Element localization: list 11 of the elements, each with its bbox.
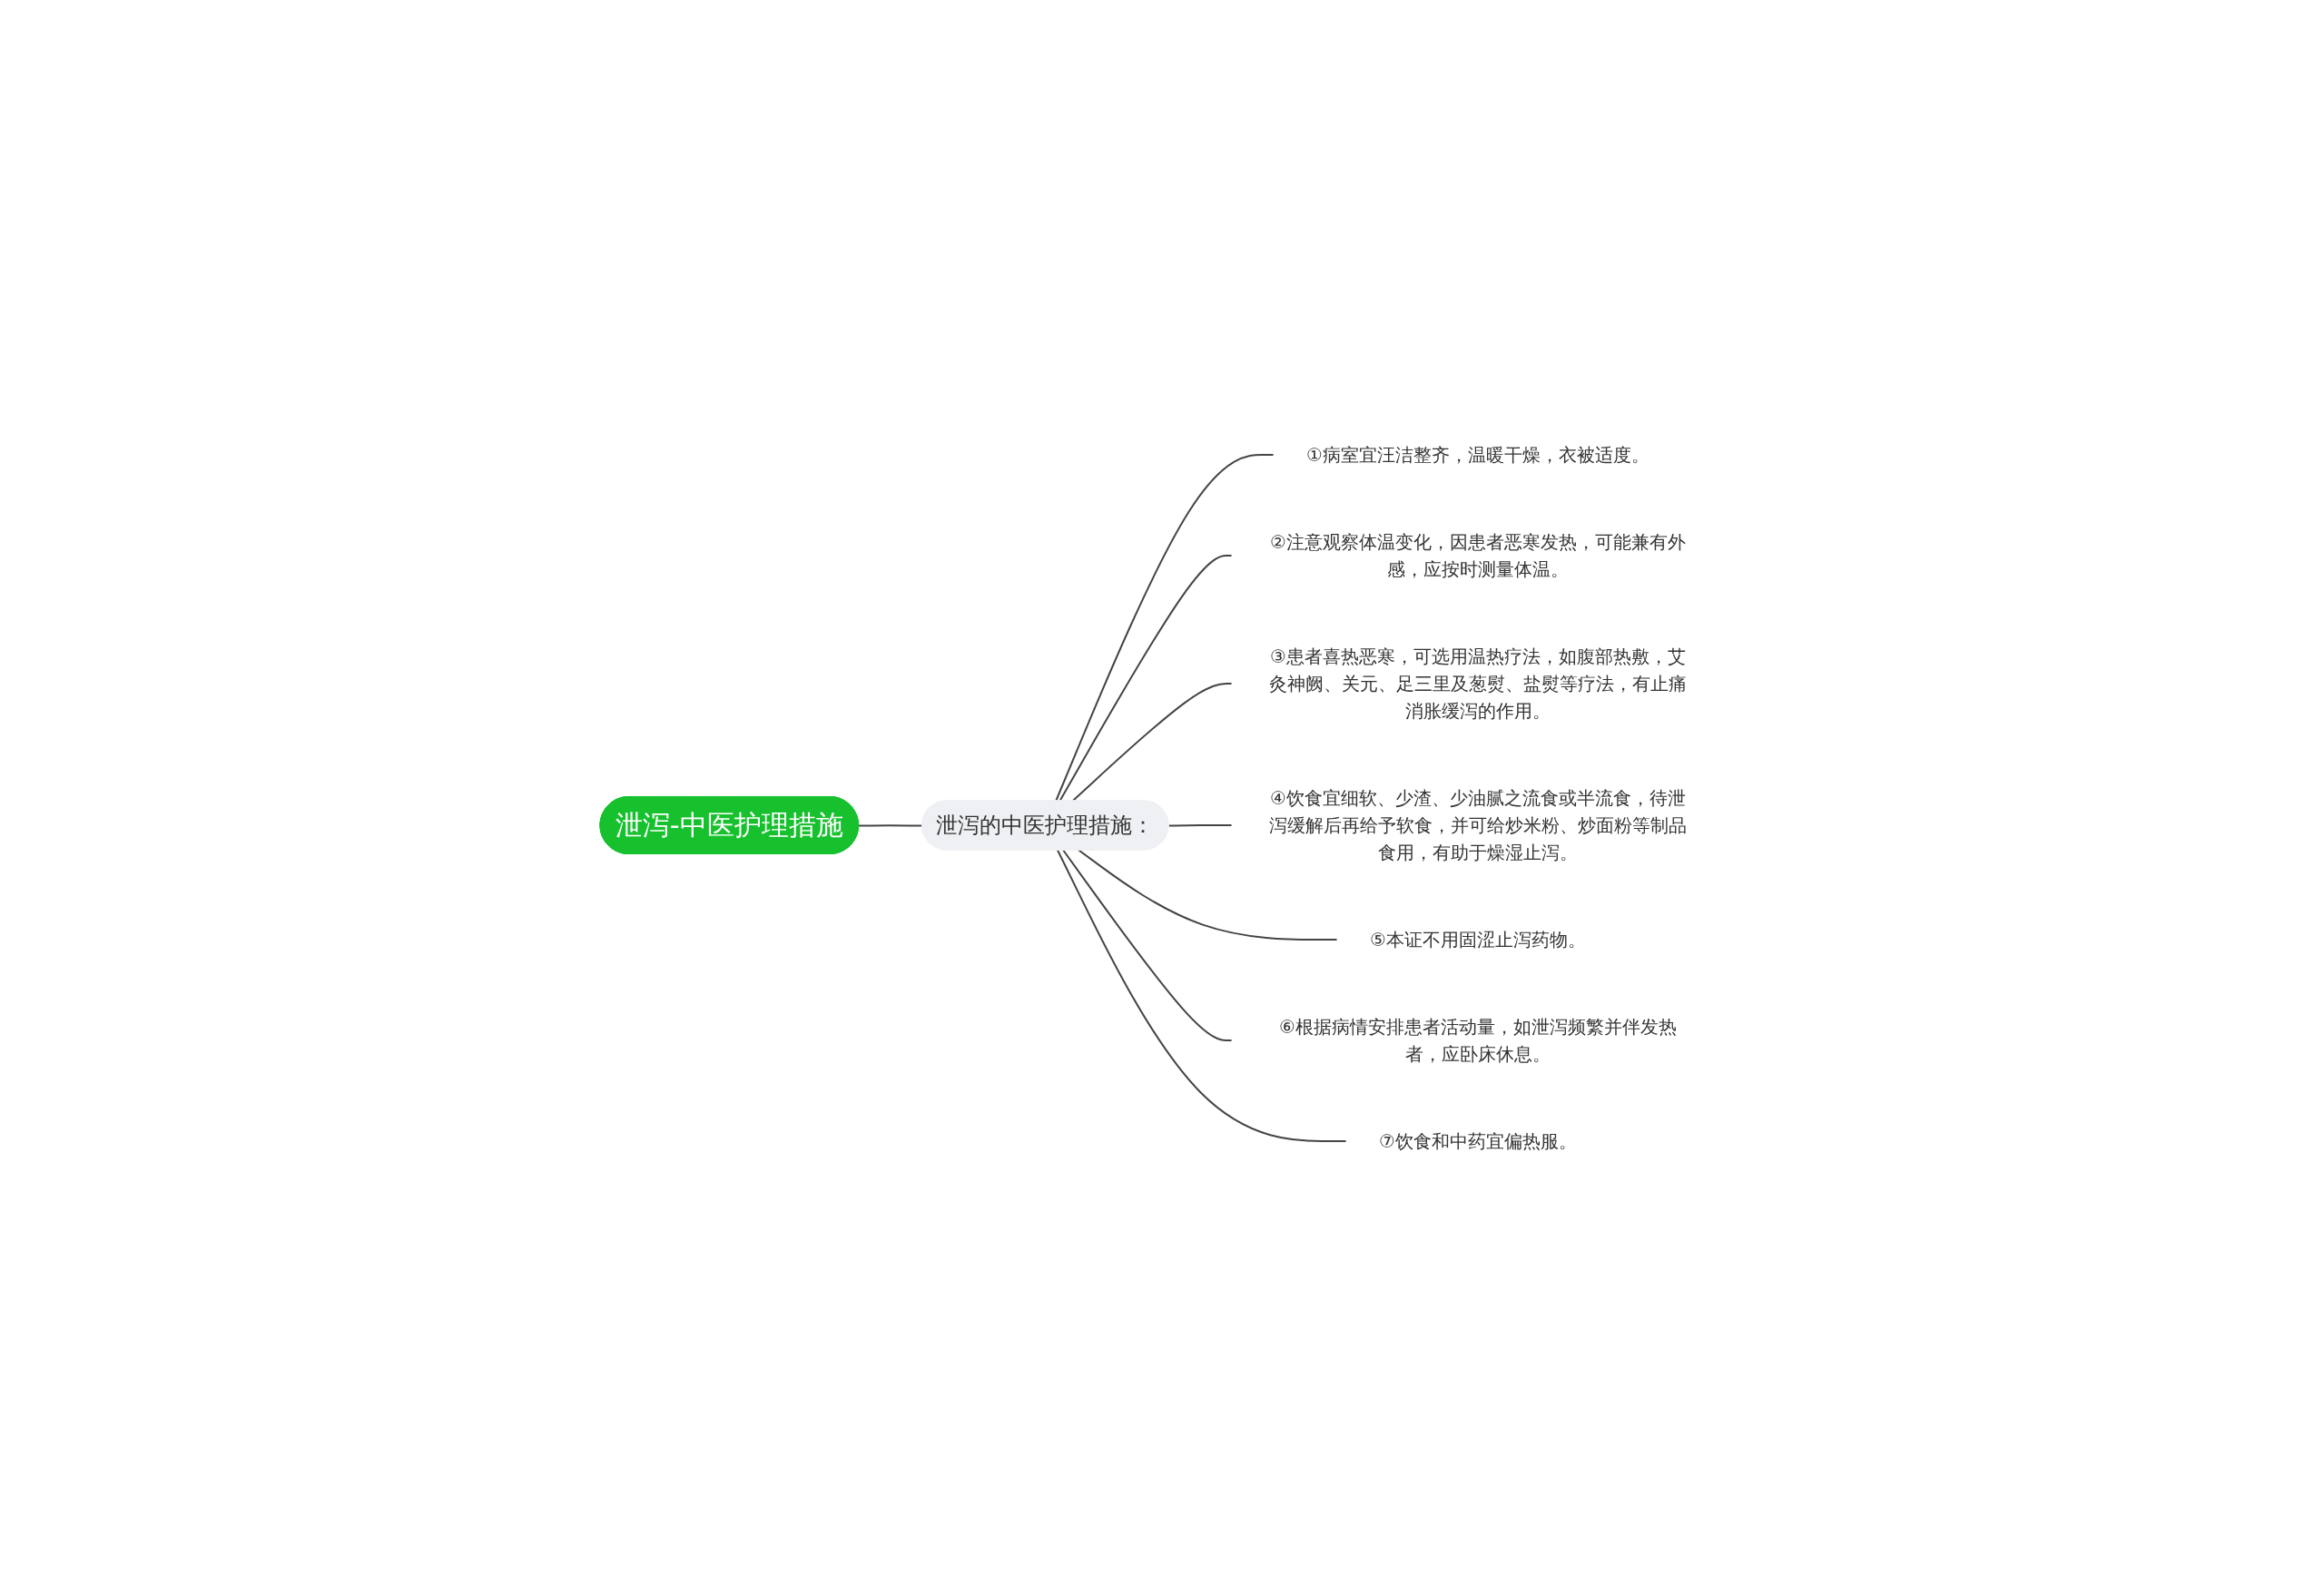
node-text: ⑥根据病情安排患者活动量，如泄泻频繁并伴发热者，应卧床休息。 — [1279, 1015, 1677, 1065]
connector — [1167, 824, 1233, 827]
node-text: ②注意观察体温变化，因患者恶寒发热，可能兼有外感，应按时测量体温。 — [1270, 531, 1686, 580]
node-text: ⑦饮食和中药宜偏热服。 — [1379, 1129, 1577, 1152]
node-text: ⑤本证不用固涩止泻药物。 — [1370, 928, 1586, 951]
connector — [1078, 849, 1339, 941]
node-text: ①病室宜汪洁整齐，温暖干燥，衣被适度。 — [1306, 444, 1649, 466]
node-text: ③患者喜热恶寒，可选用温热疗法，如腹部热敷，艾灸神阙、关元、足三里及葱熨、盐熨等疗法，有止痛消胀缓泻的作用。 — [1269, 645, 1687, 722]
connector — [1062, 849, 1233, 1041]
node-text: ④饮食宜细软、少渣、少油腻之流食或半流食，待泄泻缓解后再给予软食，并可给炒米粉、炒面粉等制品食用，有助于燥湿止泻。 — [1269, 786, 1687, 863]
connector — [1057, 849, 1348, 1142]
